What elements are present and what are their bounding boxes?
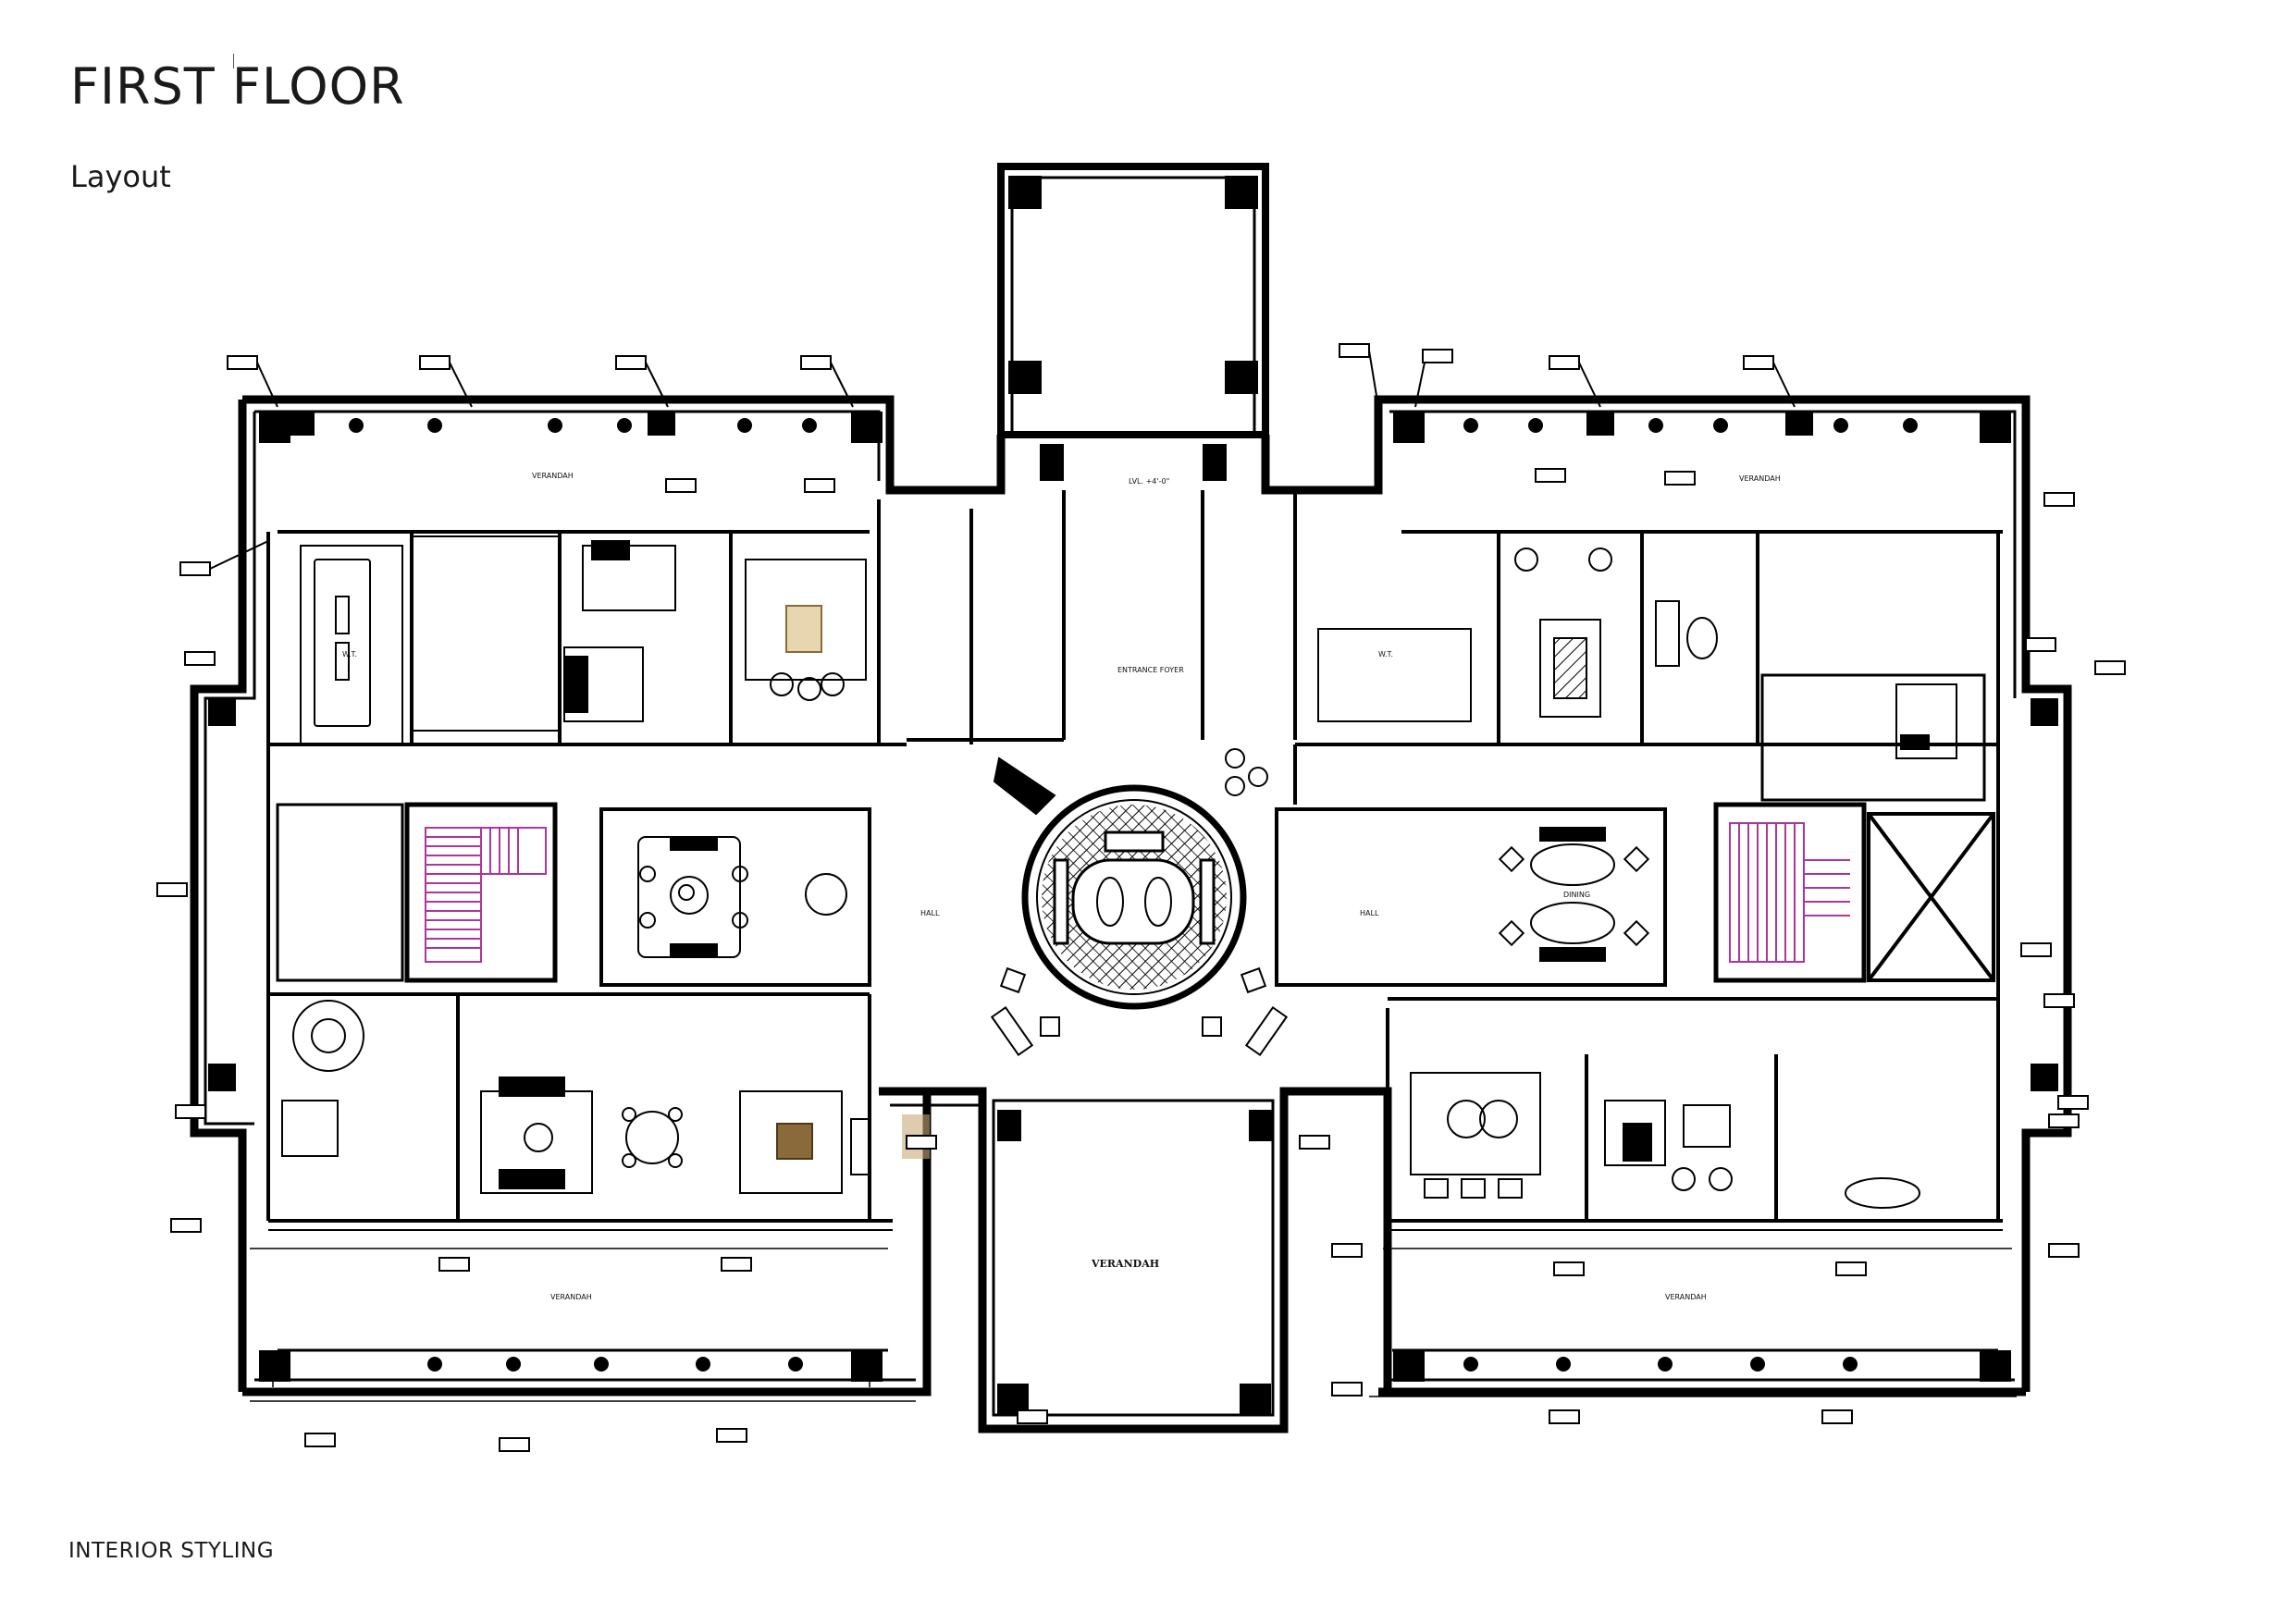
- label-dining: DINING: [1563, 891, 1590, 899]
- page-subtitle: Layout: [70, 159, 171, 194]
- furniture: [281, 540, 1957, 1209]
- label-verandah-bottom-right: VERANDAH: [1665, 1293, 1707, 1301]
- title-tick-mark: [233, 54, 234, 68]
- dimension-lines: [250, 1248, 2017, 1402]
- label-level: LVL. +4'-0": [1129, 477, 1169, 486]
- label-wt-right: W.T.: [1378, 650, 1393, 658]
- label-verandah-top-right: VERANDAH: [1739, 474, 1781, 483]
- outer-walls: [190, 163, 2072, 1433]
- label-wt-left: W.T.: [342, 650, 357, 658]
- label-verandah-top-left: VERANDAH: [532, 472, 574, 480]
- columns: [208, 176, 2058, 1415]
- staircases: [425, 822, 1850, 963]
- room-labels: VERANDAH VERANDAH LVL. +4'-0" ENTRANCE F…: [342, 472, 1781, 1301]
- label-verandah-bottom-center: VERANDAH: [1091, 1258, 1159, 1270]
- tag-callouts: [156, 343, 2126, 1452]
- label-entrance-foyer: ENTRANCE FOYER: [1117, 666, 1184, 674]
- page-title: FIRST FLOOR: [70, 57, 405, 116]
- label-hall-right: HALL: [1360, 909, 1379, 917]
- interior-walls: [266, 490, 2000, 1221]
- label-hall-left: HALL: [920, 909, 940, 917]
- rotunda: [1021, 784, 1247, 1010]
- label-verandah-bottom-left: VERANDAH: [550, 1293, 592, 1301]
- page-footer: INTERIOR STYLING: [68, 1539, 275, 1563]
